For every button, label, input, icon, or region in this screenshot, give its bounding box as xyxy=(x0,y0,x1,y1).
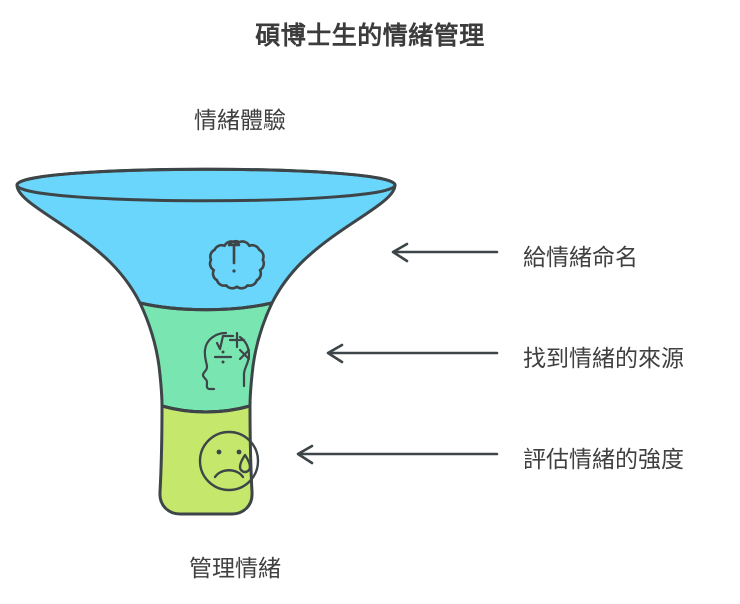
page-title: 碩博士生的情緒管理 xyxy=(255,22,485,50)
funnel-rim-inner-edge xyxy=(15,183,397,203)
funnel-bottom-label: 管理情緒 xyxy=(189,555,281,581)
funnel-stage-intensity[interactable] xyxy=(158,404,254,516)
funnel-band-blue xyxy=(15,167,397,312)
head-math-icon xyxy=(201,331,251,391)
callout-label-naming: 給情緒命名 xyxy=(523,244,638,270)
callout-label-intensity: 評估情緒的強度 xyxy=(523,446,684,472)
funnel-divider-2 xyxy=(161,404,251,414)
callout-arrow-source xyxy=(326,343,499,364)
funnel-top-label: 情緒體驗 xyxy=(194,107,286,133)
funnel-band-yellowgreen xyxy=(158,404,254,516)
crying-face-icon xyxy=(198,430,260,492)
funnel-rim-outer-edge xyxy=(15,167,397,187)
funnel-stage-naming[interactable] xyxy=(15,167,397,312)
callout-label-source: 找到情緒的來源 xyxy=(523,345,684,371)
exclamation-badge-icon xyxy=(208,239,266,290)
callout-arrow-naming xyxy=(391,242,499,263)
callout-arrow-intensity xyxy=(296,444,499,465)
funnel-divider-1 xyxy=(139,301,273,312)
